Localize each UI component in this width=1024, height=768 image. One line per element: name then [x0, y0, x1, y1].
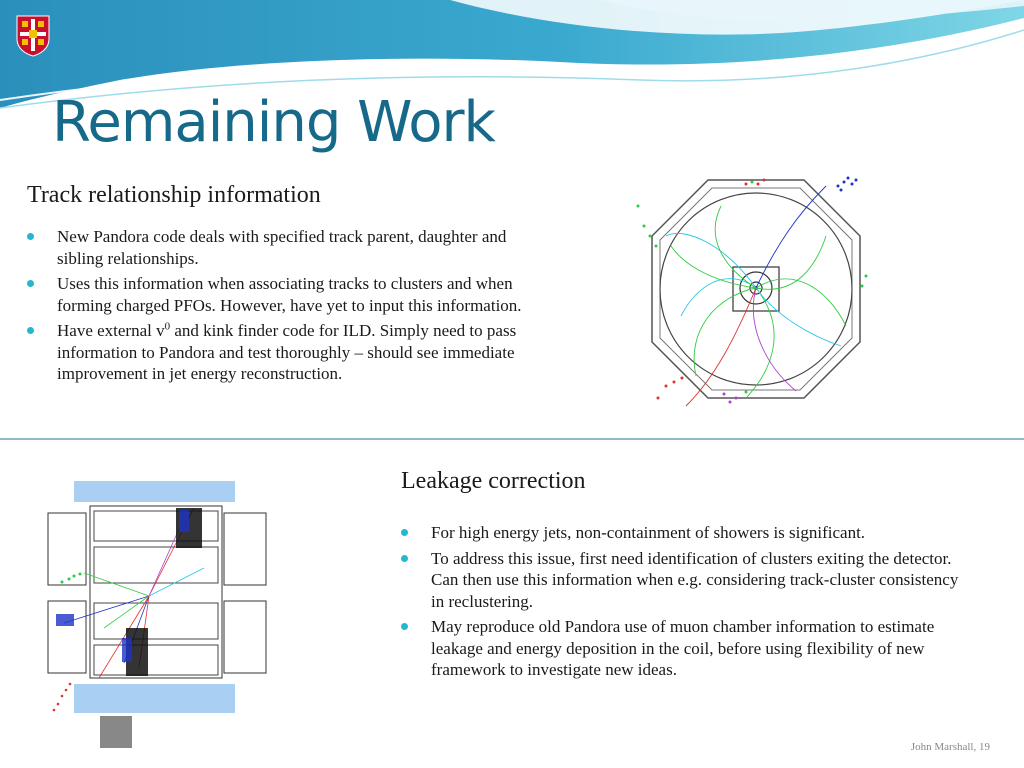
section-heading-leakage-correction: Leakage correction — [401, 468, 586, 494]
list-item: New Pandora code deals with specified tr… — [27, 226, 532, 269]
list-item: Have external v0 and kink finder code fo… — [27, 320, 532, 385]
track-relationship-bullet-list: New Pandora code deals with specified tr… — [27, 226, 532, 389]
bullet-icon — [27, 280, 34, 287]
bullet-text: New Pandora code deals with specified tr… — [57, 227, 507, 268]
footer-author-page: John Marshall, 19 — [910, 741, 990, 753]
bullet-icon — [401, 623, 408, 630]
section-heading-track-relationship: Track relationship information — [27, 182, 321, 208]
list-item: For high energy jets, non-containment of… — [401, 522, 961, 544]
bullet-icon — [27, 233, 34, 240]
bullet-text: May reproduce old Pandora use of muon ch… — [431, 617, 935, 679]
bullet-icon — [401, 554, 408, 562]
bullet-text: Uses this information when associating t… — [57, 274, 522, 315]
slide-title: Remaining Work — [52, 90, 496, 155]
bullet-text: For high energy jets, non-containment of… — [431, 523, 866, 542]
leakage-correction-bullet-list: For high energy jets, non-containment of… — [401, 522, 961, 685]
university-crest-icon — [16, 15, 50, 57]
event-display-sideview-image — [47, 481, 267, 748]
bullet-text: To address this issue, first need identi… — [431, 548, 959, 611]
bullet-icon — [27, 327, 34, 334]
bullet-text-part: and kink finder code for ILD. Simply nee… — [57, 321, 517, 383]
list-item: To address this issue, first need identi… — [401, 548, 961, 613]
bullet-text-part: Have external v — [57, 321, 165, 340]
event-display-endview-image — [636, 176, 868, 407]
list-item: Uses this information when associating t… — [27, 273, 532, 316]
header-wave-decoration — [0, 0, 1024, 109]
superscript-zero: 0 — [164, 320, 171, 333]
bullet-icon — [401, 529, 408, 536]
section-divider — [0, 438, 1024, 440]
list-item: May reproduce old Pandora use of muon ch… — [401, 616, 961, 681]
